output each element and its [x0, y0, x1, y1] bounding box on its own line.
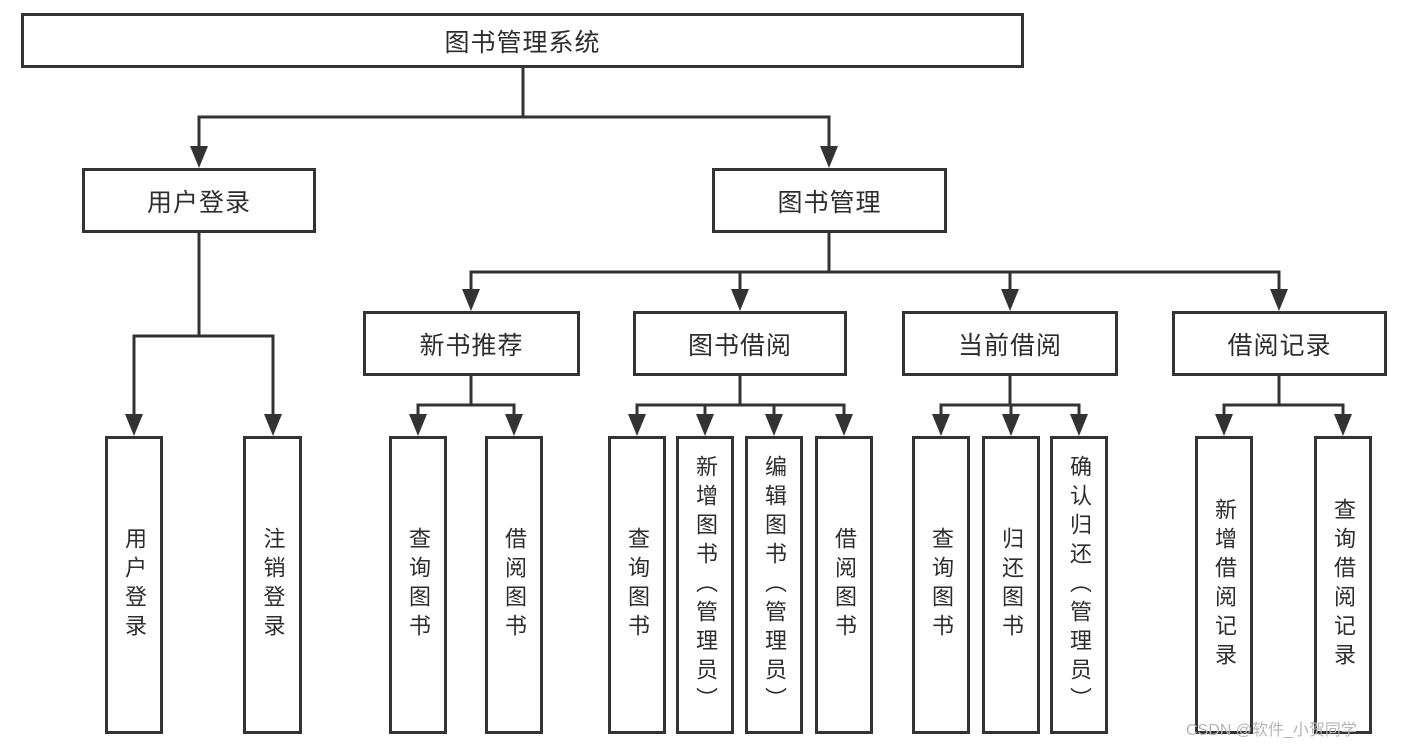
- leaf-borrow-add-books-admin-label: 新增图书（管理员）: [693, 454, 718, 716]
- arrow-down-icon: [190, 146, 208, 168]
- leaf-recommend-query-books-label: 查询图书: [406, 527, 431, 643]
- leaf-records-add-record-label: 新增借阅记录: [1212, 498, 1237, 672]
- leaf-records-query-record-label: 查询借阅记录: [1331, 498, 1356, 672]
- node-user-login-label: 用户登录: [146, 188, 251, 217]
- node-borrow-records: 借阅记录: [1172, 311, 1387, 376]
- arrow-down-icon: [462, 289, 480, 311]
- arrow-down-icon: [731, 289, 749, 311]
- arrow-down-icon: [932, 414, 950, 436]
- arrow-down-icon: [1215, 414, 1233, 436]
- arrow-down-icon: [820, 146, 838, 168]
- leaf-current-return-books: 归还图书: [982, 436, 1040, 734]
- leaf-records-query-record: 查询借阅记录: [1314, 436, 1372, 734]
- arrow-down-icon: [628, 414, 646, 436]
- node-user-login: 用户登录: [82, 168, 316, 233]
- leaf-logout: 注销登录: [243, 436, 302, 734]
- arrow-down-icon: [765, 414, 783, 436]
- leaf-current-query-books-label: 查询图书: [929, 527, 954, 643]
- arrow-down-icon: [505, 414, 523, 436]
- node-current-borrow-label: 当前借阅: [957, 331, 1062, 360]
- leaf-borrow-add-books-admin: 新增图书（管理员）: [676, 436, 734, 734]
- watermark: CSDN @软件_小贺同学: [1186, 722, 1357, 739]
- leaf-records-add-record: 新增借阅记录: [1195, 436, 1253, 734]
- leaf-user-login-label: 用户登录: [122, 527, 147, 643]
- arrow-down-icon: [696, 414, 714, 436]
- leaf-borrow-borrow-books: 借阅图书: [815, 436, 873, 734]
- leaf-current-return-books-label: 归还图书: [999, 527, 1024, 643]
- leaf-logout-label: 注销登录: [260, 527, 286, 643]
- leaf-borrow-borrow-books-label: 借阅图书: [832, 527, 857, 643]
- arrow-down-icon: [835, 414, 853, 436]
- node-book-management: 图书管理: [712, 168, 947, 233]
- node-root-label: 图书管理系统: [444, 28, 601, 57]
- arrow-down-icon: [125, 414, 143, 436]
- arrow-down-icon: [264, 414, 282, 436]
- leaf-borrow-edit-books-admin-label: 编辑图书（管理员）: [762, 454, 787, 716]
- leaf-borrow-edit-books-admin: 编辑图书（管理员）: [745, 436, 803, 734]
- leaf-recommend-borrow-books-label: 借阅图书: [502, 527, 527, 643]
- node-current-borrow: 当前借阅: [902, 311, 1118, 376]
- leaf-borrow-query-books-label: 查询图书: [625, 527, 650, 643]
- arrow-down-icon: [409, 414, 427, 436]
- arrow-down-icon: [1070, 414, 1088, 436]
- leaf-user-login: 用户登录: [105, 436, 163, 734]
- leaf-current-confirm-return-admin: 确认归还（管理员）: [1050, 436, 1108, 734]
- node-book-borrow: 图书借阅: [633, 311, 847, 376]
- arrowheads: [125, 146, 1352, 436]
- leaf-recommend-borrow-books: 借阅图书: [485, 436, 543, 734]
- arrow-down-icon: [1002, 414, 1020, 436]
- leaf-current-confirm-return-admin-label: 确认归还（管理员）: [1067, 454, 1092, 716]
- tree-edges: [132, 66, 1345, 420]
- node-book-management-label: 图书管理: [777, 188, 882, 217]
- leaf-recommend-query-books: 查询图书: [389, 436, 447, 734]
- arrow-down-icon: [1270, 289, 1288, 311]
- node-book-borrow-label: 图书借阅: [687, 331, 792, 360]
- arrow-down-icon: [1334, 414, 1352, 436]
- leaf-current-query-books: 查询图书: [912, 436, 970, 734]
- node-new-book-recommend-label: 新书推荐: [419, 331, 524, 360]
- node-new-book-recommend: 新书推荐: [363, 311, 580, 376]
- node-borrow-records-label: 借阅记录: [1227, 331, 1332, 360]
- leaf-borrow-query-books: 查询图书: [608, 436, 666, 734]
- node-root: 图书管理系统: [21, 13, 1024, 68]
- arrow-down-icon: [1001, 289, 1019, 311]
